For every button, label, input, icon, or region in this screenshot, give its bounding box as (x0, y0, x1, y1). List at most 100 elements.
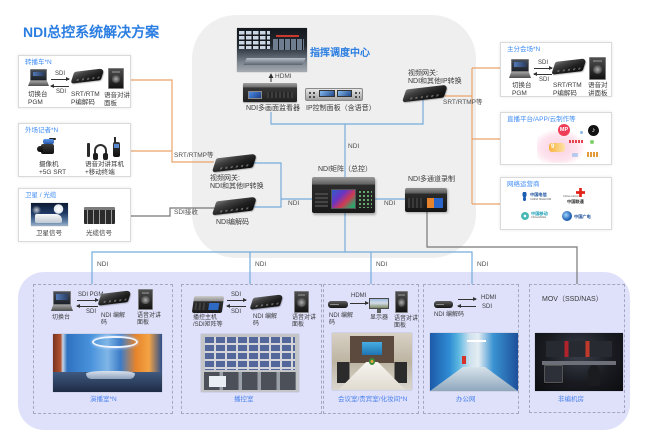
device-screen (208, 303, 220, 310)
fiber-equipment-icon (84, 207, 115, 224)
intercom-panel-icon (589, 57, 606, 80)
arrow-left-icon (50, 84, 69, 88)
device-vent (194, 303, 208, 310)
label-line: 切换台 (512, 82, 532, 89)
label-line: 码 (101, 320, 108, 326)
label-line: 语音对讲耳机 (85, 161, 124, 168)
label-line: 切换台 (28, 91, 48, 98)
equipment-desk (203, 372, 297, 390)
arrow-right-icon (350, 301, 369, 305)
office-floor (430, 366, 518, 391)
china-broadnet-mark-icon (562, 211, 572, 221)
display-label: 显示器 (370, 315, 389, 321)
editing-desk (542, 360, 616, 366)
laptop-base (28, 80, 49, 86)
intercom-panel-icon (395, 291, 408, 313)
sdi-return-label: SDI (539, 77, 550, 83)
box-heading: 转播车*N (25, 59, 52, 66)
device-vent (266, 91, 293, 99)
label-line: PGM (28, 98, 43, 106)
operator-chair (587, 365, 601, 387)
multichannel-recorder-icon (405, 188, 447, 212)
label-line: 码 (329, 320, 336, 326)
device-screen (248, 91, 263, 99)
editing-room-photo (535, 333, 623, 391)
zone-office: NDI 编解码 HDMI SDI 办公网 (423, 284, 519, 414)
intercom-panel-icon (294, 291, 309, 313)
recorder-label: NDI多通道录制 (408, 176, 456, 183)
switcher-laptop-icon (28, 69, 49, 86)
arrow-right-icon (534, 66, 553, 70)
camera-label: 摄像机 +5G SRT (39, 161, 66, 176)
side-screens (273, 39, 305, 50)
intercom-panel-label: 语音对讲 面板 (394, 316, 418, 330)
box-heading: 主分会场*N (507, 46, 541, 53)
studio-ceiling-ring (92, 335, 138, 349)
arrow-left-icon (76, 304, 98, 308)
sdi-out-label: SDI (231, 292, 242, 298)
studio-photo (53, 334, 162, 392)
storage-format-label: MOV（SSD/NAS） (542, 296, 603, 303)
monitor-wall (204, 337, 296, 370)
ndi-drop-label-meeting-room: NDI (376, 261, 388, 268)
srt-rtmp-codec-icon (551, 58, 587, 75)
label-line: NDI和其他IP转换 (210, 183, 264, 190)
label-line: 语音对讲 (137, 313, 162, 319)
panel-keys (308, 91, 318, 98)
page-title: NDI总控系统解决方案 (23, 24, 160, 40)
source-box-field-reporter: 外场记者*N 摄像机 +5G SRT 语音对讲耳机 +移动终端 (18, 123, 131, 177)
destination-box-carriers: 网络运营商 中国电信 CHINA TELECOM China unicom 中国… (500, 177, 612, 230)
srt-out-link-label: SRT/RTMP等 (443, 99, 483, 106)
codec-label: SRT/RTM P编解码 (553, 82, 582, 97)
hdmi-label: HDMI (481, 295, 497, 301)
intercom-panel-label: 语音对 讲面板 (588, 82, 608, 97)
sdi-return-label: SDI (56, 89, 67, 95)
ip-control-panel-icon (305, 88, 363, 101)
camera-mic (49, 138, 57, 140)
ndi-drop-label-control-room: NDI (255, 261, 267, 268)
carrier-sub: CHINA TELECOM (530, 198, 552, 201)
srt-in-link-label: SRT/RTMP等 (174, 152, 214, 159)
panel-screen (336, 90, 352, 97)
zone-control-room: 播控主机 /SDI矩阵等 SDI SDI NDI 编解 码 语音对讲 面板 播控… (181, 284, 322, 414)
sdi-out-label: SDI (55, 71, 66, 77)
source-box-ob-van: 转播车*N 切换台 PGM SDI SDI SRT/RTM P编解码 语音对讲 … (18, 55, 131, 108)
arrow-left-icon (457, 304, 476, 308)
arrow-left-icon (226, 304, 246, 308)
arrow-right-icon (51, 77, 70, 81)
carrier-name: 中国广电 (574, 214, 591, 219)
office-photo (430, 333, 518, 391)
walkie-talkie-icon (113, 137, 120, 157)
editing-monitors (545, 341, 613, 358)
gateway-out-label: 视频网关: NDI和其他IP转换 (408, 70, 462, 86)
arrow-right-icon (77, 298, 99, 302)
sdi-out-label: SDI (538, 60, 549, 66)
display-monitor-icon (369, 298, 389, 313)
china-telecom-logo: 中国电信 CHINA TELECOM (521, 191, 553, 203)
destination-box-live-platforms: 直播平台/APP/云制作等 MP ♪ 9 (500, 112, 612, 165)
codec-label: SRT/RTM P编解码 (71, 91, 100, 106)
led-strip (275, 35, 300, 38)
sdi-pgm-label: SDI PGM (78, 292, 104, 298)
monitor-screen (369, 298, 389, 310)
switcher-label: 切换台 PGM (28, 91, 48, 106)
intercom-panel-label: 语音对讲 面板 (104, 92, 130, 107)
china-unicom-mark-icon (576, 188, 585, 197)
label-line: NDI和其他IP转换 (408, 78, 462, 85)
ndi-codec-icon (434, 301, 453, 308)
command-center-photo (237, 28, 307, 72)
label-line: 语音对 (588, 82, 608, 89)
label-line: +移动终端 (85, 168, 115, 176)
laptop-screen (30, 69, 47, 81)
codec-label: NDI 编解 码 (329, 313, 353, 327)
china-mobile-logo: 中国移动 China Mobile (521, 211, 553, 221)
video-wall (239, 30, 270, 50)
ndi-codec-icon (249, 294, 284, 310)
decoder-in-label: NDI编解码 (216, 219, 250, 226)
label-line: 语音对讲 (292, 315, 317, 321)
carrier-name: 中国电信 (530, 192, 547, 197)
satellite-dish (52, 204, 66, 215)
zone-meeting-room: NDI 编解 码 HDMI 显示器 语音对讲 面板 会议室/贵宾室/化妆间*N (323, 284, 419, 414)
switcher-label: 切换台 (52, 315, 71, 321)
device-vent (408, 197, 425, 209)
